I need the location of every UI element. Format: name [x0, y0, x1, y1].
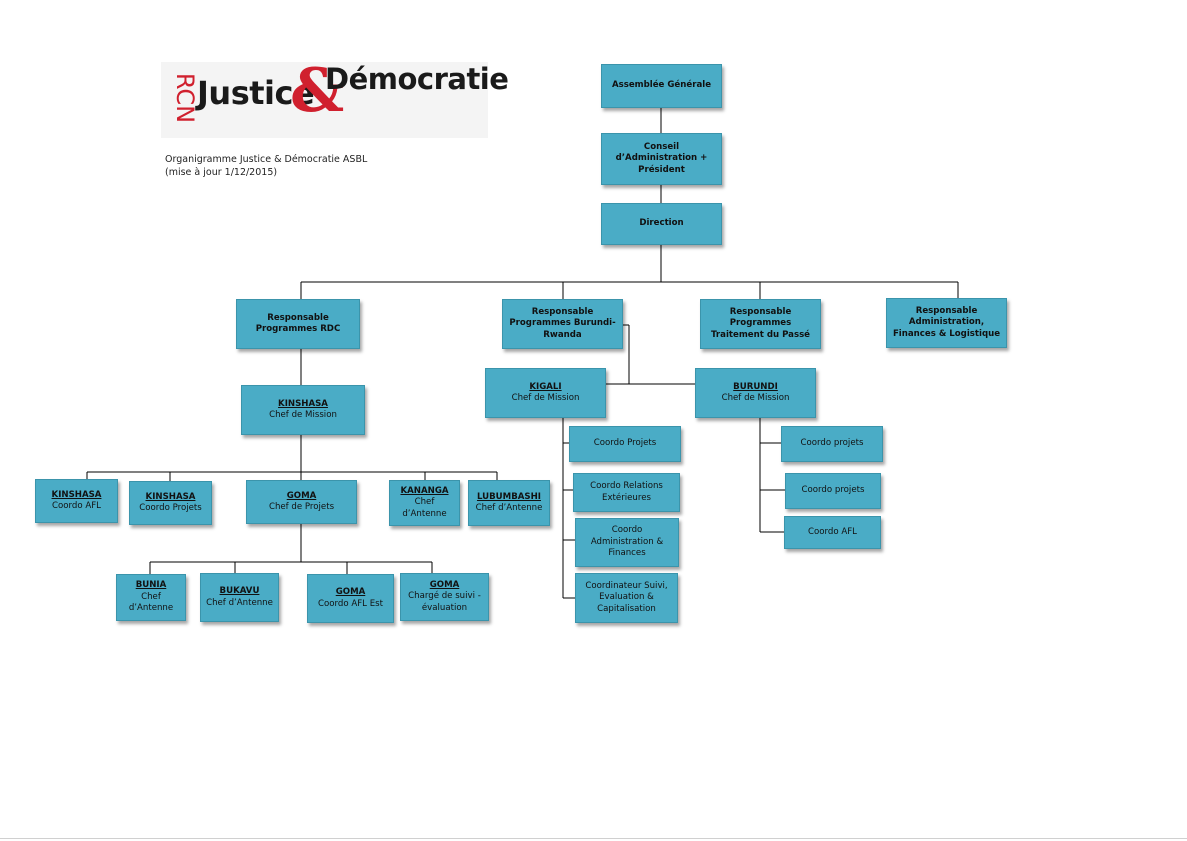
node-kinshasa-mission: KINSHASA Chef de Mission — [241, 385, 365, 435]
node-subtitle: Chef d’Antenne — [402, 497, 447, 519]
node-label: Coordo projets — [800, 438, 864, 449]
node-direction: Direction — [601, 203, 722, 245]
node-burundi-coordo-projets-1: Coordo projets — [781, 426, 883, 462]
node-burundi-coordo-projets-2: Coordo projets — [785, 473, 881, 509]
node-label: Coordo Administration & Finances — [590, 525, 664, 559]
logo-justice: Justice — [197, 74, 315, 112]
node-subtitle: Coordo AFL — [52, 501, 101, 511]
node-kananga: KANANGA Chef d’Antenne — [389, 480, 460, 526]
node-subtitle: Coordo Projets — [139, 503, 202, 513]
node-title: KINSHASA — [278, 398, 328, 409]
node-label: Responsable Programmes Traitement du Pas… — [710, 306, 811, 340]
node-resp-traitement: Responsable Programmes Traitement du Pas… — [700, 299, 821, 349]
node-label: Responsable Programmes Burundi-Rwanda — [509, 306, 616, 340]
node-conseil-administration: Conseil d’Administration + Président — [601, 133, 722, 185]
node-title: KANANGA — [400, 485, 449, 496]
node-label: Coordo Projets — [593, 438, 657, 449]
node-kigali-coordo-projets: Coordo Projets — [569, 426, 681, 462]
node-label: Responsable Programmes RDC — [255, 312, 341, 335]
node-subtitle: Chef de Mission — [511, 393, 580, 403]
node-kigali: KIGALI Chef de Mission — [485, 368, 606, 418]
node-resp-admin: Responsable Administration, Finances & L… — [886, 298, 1007, 348]
caption-title: Organigramme Justice & Démocratie ASBL — [165, 154, 368, 165]
caption: Organigramme Justice & Démocratie ASBL (… — [165, 153, 367, 179]
node-label: Direction — [639, 218, 684, 229]
caption-date: (mise à jour 1/12/2015) — [165, 167, 278, 178]
node-subtitle: Chef d’Antenne — [128, 591, 174, 614]
node-label: Coordo AFL — [808, 526, 857, 537]
node-title: BURUNDI — [733, 381, 778, 392]
node-title: GOMA — [286, 490, 317, 501]
node-assemblee-generale: Assemblée Générale — [601, 64, 722, 108]
node-title: GOMA — [429, 579, 460, 590]
node-goma-projets: GOMA Chef de Projets — [246, 480, 357, 524]
node-kigali-suivi: Coordinateur Suivi, Evaluation & Capital… — [575, 573, 678, 623]
node-label: Conseil d’Administration + Président — [615, 141, 708, 175]
page-divider — [0, 838, 1187, 839]
node-burundi: BURUNDI Chef de Mission — [695, 368, 816, 418]
node-label: Coordo projets — [801, 485, 865, 496]
node-title: LUBUMBASHI — [476, 491, 541, 502]
node-burundi-coordo-afl: Coordo AFL — [784, 516, 881, 549]
node-kinshasa-projets: KINSHASA Coordo Projets — [129, 481, 212, 525]
node-title: BUNIA — [135, 580, 167, 591]
node-subtitle: Chef de Mission — [269, 410, 337, 420]
node-title: KINSHASA — [51, 489, 102, 500]
node-lubumbashi: LUBUMBASHI Chef d’Antenne — [468, 480, 550, 526]
node-resp-burundi-rwanda: Responsable Programmes Burundi-Rwanda — [502, 299, 623, 349]
node-kinshasa-afl: KINSHASA Coordo AFL — [35, 479, 118, 523]
node-subtitle: Chef d’Antenne — [475, 503, 543, 513]
node-title: BUKAVU — [219, 586, 260, 596]
node-label: Coordinateur Suivi, Evaluation & Capital… — [585, 580, 668, 614]
logo-democratie: Démocratie — [325, 62, 509, 96]
node-kigali-admin-finances: Coordo Administration & Finances — [575, 518, 679, 567]
node-subtitle: Chargé de suivi - évaluation — [408, 591, 481, 613]
node-label: Coordo Relations Extérieures — [590, 481, 663, 503]
node-resp-rdc: Responsable Programmes RDC — [236, 299, 360, 349]
node-kigali-relations: Coordo Relations Extérieures — [573, 473, 680, 512]
node-goma-afl: GOMA Coordo AFL Est — [307, 574, 394, 623]
node-title: KINSHASA — [145, 491, 196, 502]
logo: RCN Justice & Démocratie — [161, 56, 509, 138]
node-label: Responsable Administration, Finances & L… — [892, 305, 1001, 339]
node-subtitle: Chef d’Antenne — [206, 597, 273, 608]
node-bunia: BUNIA Chef d’Antenne — [116, 574, 186, 621]
logo-ampersand: & — [290, 56, 345, 126]
node-subtitle: Chef de Projets — [268, 502, 335, 512]
node-subtitle: Coordo AFL Est — [318, 598, 383, 609]
node-bukavu: BUKAVU Chef d’Antenne — [200, 573, 279, 622]
node-goma-suivi: GOMA Chargé de suivi - évaluation — [400, 573, 489, 621]
node-label: Assemblée Générale — [611, 80, 712, 91]
node-title: KIGALI — [529, 381, 562, 392]
node-subtitle: Chef de Mission — [721, 393, 790, 403]
node-title: GOMA — [335, 587, 366, 597]
